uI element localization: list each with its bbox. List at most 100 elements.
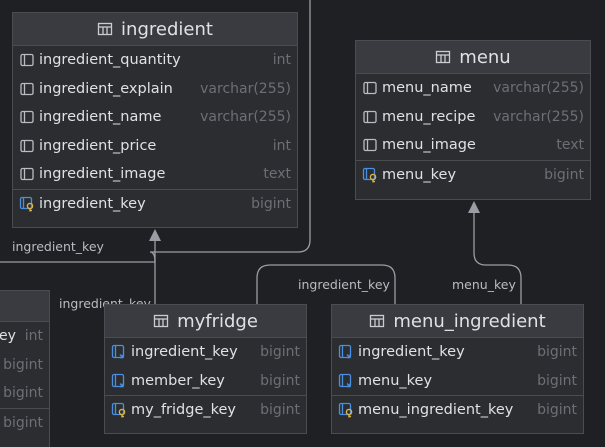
table-header[interactable]: ingredient [13, 13, 297, 46]
key-row[interactable]: ingredient_key bigint [13, 188, 297, 219]
table-title: ingredient [121, 18, 213, 40]
column-row[interactable]: ingredient_image text [13, 160, 297, 189]
column-type: varchar(255) [493, 80, 584, 97]
table-myfridge[interactable]: myfridge ingredient_key bigint member_ke… [104, 304, 307, 434]
key-row[interactable]: menu_ingredient_key bigint [332, 395, 583, 425]
key-type: bigint [3, 414, 43, 431]
table-title: menu_ingredient [393, 310, 546, 332]
column-type: text [263, 166, 291, 183]
key-type: bigint [537, 402, 577, 419]
column-row[interactable]: ey int [0, 322, 49, 351]
table-menu-ingredient[interactable]: menu_ingredient ingredient_key bigint me… [331, 304, 584, 434]
column-row[interactable]: ingredient_explain varchar(255) [13, 75, 297, 104]
column-row[interactable]: menu_image text [356, 131, 590, 160]
column-row[interactable]: member_key bigint [105, 367, 306, 396]
column-type: varchar(255) [493, 108, 584, 125]
primary-key-icon [362, 167, 378, 183]
column-type: varchar(255) [200, 80, 291, 97]
column-row[interactable]: bigint [0, 379, 49, 408]
column-row[interactable]: menu_name varchar(255) [356, 74, 590, 103]
table-icon [97, 21, 113, 37]
table-icon [435, 49, 451, 65]
column-type: bigint [537, 344, 577, 361]
column-icon [362, 80, 378, 96]
column-name: ingredient_explain [39, 80, 173, 97]
table-header[interactable]: myfridge [105, 305, 306, 338]
key-row[interactable]: menu_key bigint [356, 159, 590, 190]
column-name: menu_key [358, 372, 433, 389]
column-name: ey [0, 328, 16, 345]
table-header[interactable]: menu_ingredient [332, 305, 583, 338]
table-header[interactable]: menu [356, 41, 590, 74]
key-name: menu_ingredient_key [358, 402, 514, 419]
table-partial-left[interactable]: ey int bigint bigint bigint [0, 290, 50, 447]
table-ingredient[interactable]: ingredient ingredient_quantity int ingre… [12, 12, 298, 228]
column-name: ingredient_name [39, 109, 162, 126]
table-header[interactable] [0, 291, 49, 322]
relation-label-left: ingredient_key [12, 239, 104, 254]
column-type: int [24, 328, 43, 345]
key-name: menu_key [382, 166, 457, 183]
key-name: ingredient_key [39, 195, 146, 212]
primary-key-icon [338, 402, 354, 418]
column-type: varchar(255) [200, 109, 291, 126]
relation-label-menu-ingredient-menu: menu_key [452, 277, 516, 292]
column-name: ingredient_image [39, 166, 166, 183]
column-type: bigint [3, 385, 43, 402]
column-icon [362, 109, 378, 125]
column-name: ingredient_key [358, 344, 465, 361]
table-title: menu [459, 46, 511, 68]
column-name: menu_name [382, 80, 472, 97]
column-type: bigint [260, 344, 300, 361]
column-type: bigint [260, 372, 300, 389]
column-icon [19, 52, 35, 68]
table-menu[interactable]: menu menu_name varchar(255) menu_recipe … [355, 40, 591, 200]
column-type: bigint [537, 372, 577, 389]
column-name: menu_recipe [382, 108, 476, 125]
foreign-key-icon [111, 344, 127, 360]
arrow-head-menu [468, 201, 480, 213]
key-type: bigint [260, 402, 300, 419]
column-name: menu_image [382, 137, 476, 154]
column-type: bigint [3, 356, 43, 373]
column-name: ingredient_quantity [39, 52, 181, 69]
column-row[interactable]: bigint [0, 351, 49, 380]
column-name: member_key [131, 372, 225, 389]
primary-key-icon [19, 196, 35, 212]
column-row[interactable]: ingredient_quantity int [13, 46, 297, 75]
column-row[interactable]: menu_recipe varchar(255) [356, 103, 590, 132]
column-type: int [272, 137, 291, 154]
column-type: int [272, 52, 291, 69]
column-row[interactable]: ingredient_key bigint [332, 338, 583, 367]
foreign-key-icon [111, 373, 127, 389]
column-row[interactable]: ingredient_key bigint [105, 338, 306, 367]
column-icon [362, 137, 378, 153]
relation-line-menuingredient-ingredient [256, 264, 396, 304]
table-icon [153, 313, 169, 329]
key-type: bigint [544, 166, 584, 183]
column-row[interactable]: ingredient_name varchar(255) [13, 103, 297, 132]
foreign-key-icon [338, 373, 354, 389]
key-type: bigint [251, 195, 291, 212]
table-icon [369, 313, 385, 329]
column-name: ingredient_price [39, 137, 157, 154]
relation-line-menuingredient-menu [473, 212, 522, 304]
column-icon [19, 109, 35, 125]
table-title: myfridge [177, 310, 258, 332]
relation-label-menu-ingredient-ingredient: ingredient_key [298, 277, 390, 292]
primary-key-icon [111, 402, 127, 418]
column-type: text [556, 137, 584, 154]
column-row[interactable]: ingredient_price int [13, 132, 297, 161]
arrow-head-ingredient [149, 229, 161, 241]
key-name: my_fridge_key [131, 402, 237, 419]
foreign-key-icon [338, 344, 354, 360]
column-row[interactable]: menu_key bigint [332, 367, 583, 396]
column-icon [19, 81, 35, 97]
key-row[interactable]: my_fridge_key bigint [105, 395, 306, 425]
key-row[interactable]: bigint [0, 407, 49, 438]
column-name: ingredient_key [131, 344, 238, 361]
column-icon [19, 166, 35, 182]
column-icon [19, 138, 35, 154]
